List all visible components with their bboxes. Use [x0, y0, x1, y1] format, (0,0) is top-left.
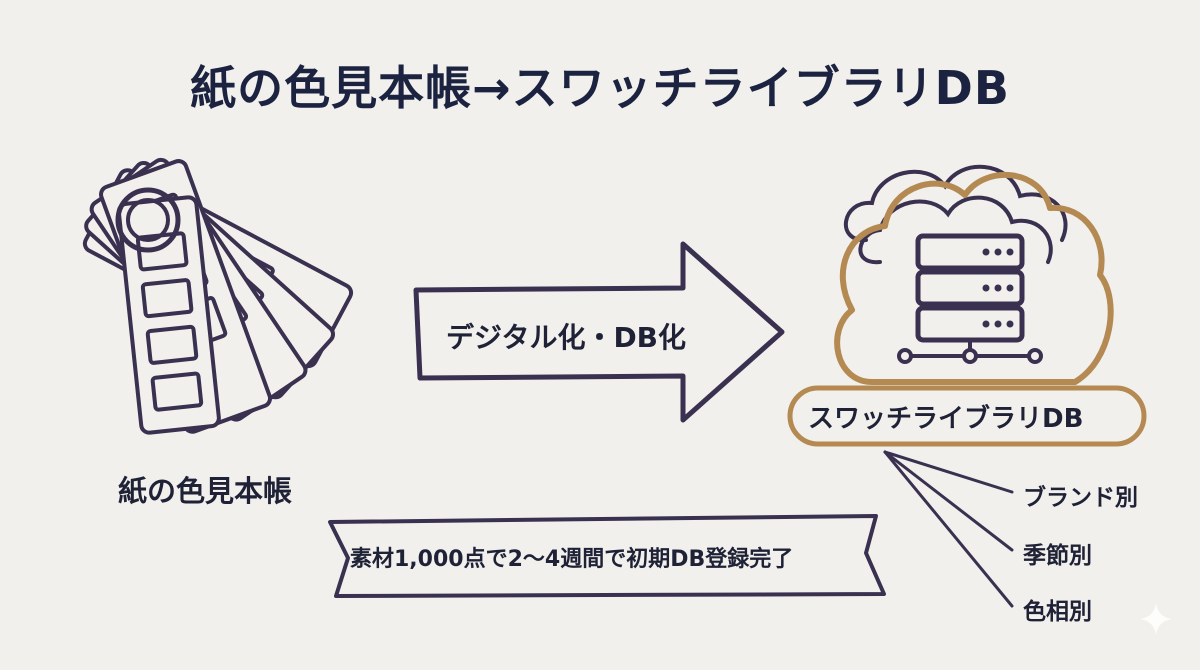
arrow-right-icon: [413, 241, 785, 423]
category-label: 色相別: [1023, 599, 1092, 625]
sparkle-icon: [1140, 603, 1172, 635]
note-banner: [328, 514, 886, 598]
process-label: デジタル化・DB化: [446, 321, 687, 354]
source-label: 紙の色見本帳: [118, 474, 293, 508]
target-label: スワッチライブラリDB: [808, 404, 1084, 434]
category-label: ブランド別: [1023, 485, 1138, 511]
swatch-book-icon: [82, 157, 354, 435]
category-branches: [883, 450, 1014, 608]
category-label: 季節別: [1023, 543, 1092, 569]
note-label: 素材1,000点で2〜4週間で初期DB登録完了: [350, 547, 794, 572]
page-title: 紙の色見本帳→スワッチライブラリDB: [190, 61, 1010, 115]
cloud-server-icon: [834, 164, 1114, 385]
db-label-pill: [787, 385, 1147, 447]
